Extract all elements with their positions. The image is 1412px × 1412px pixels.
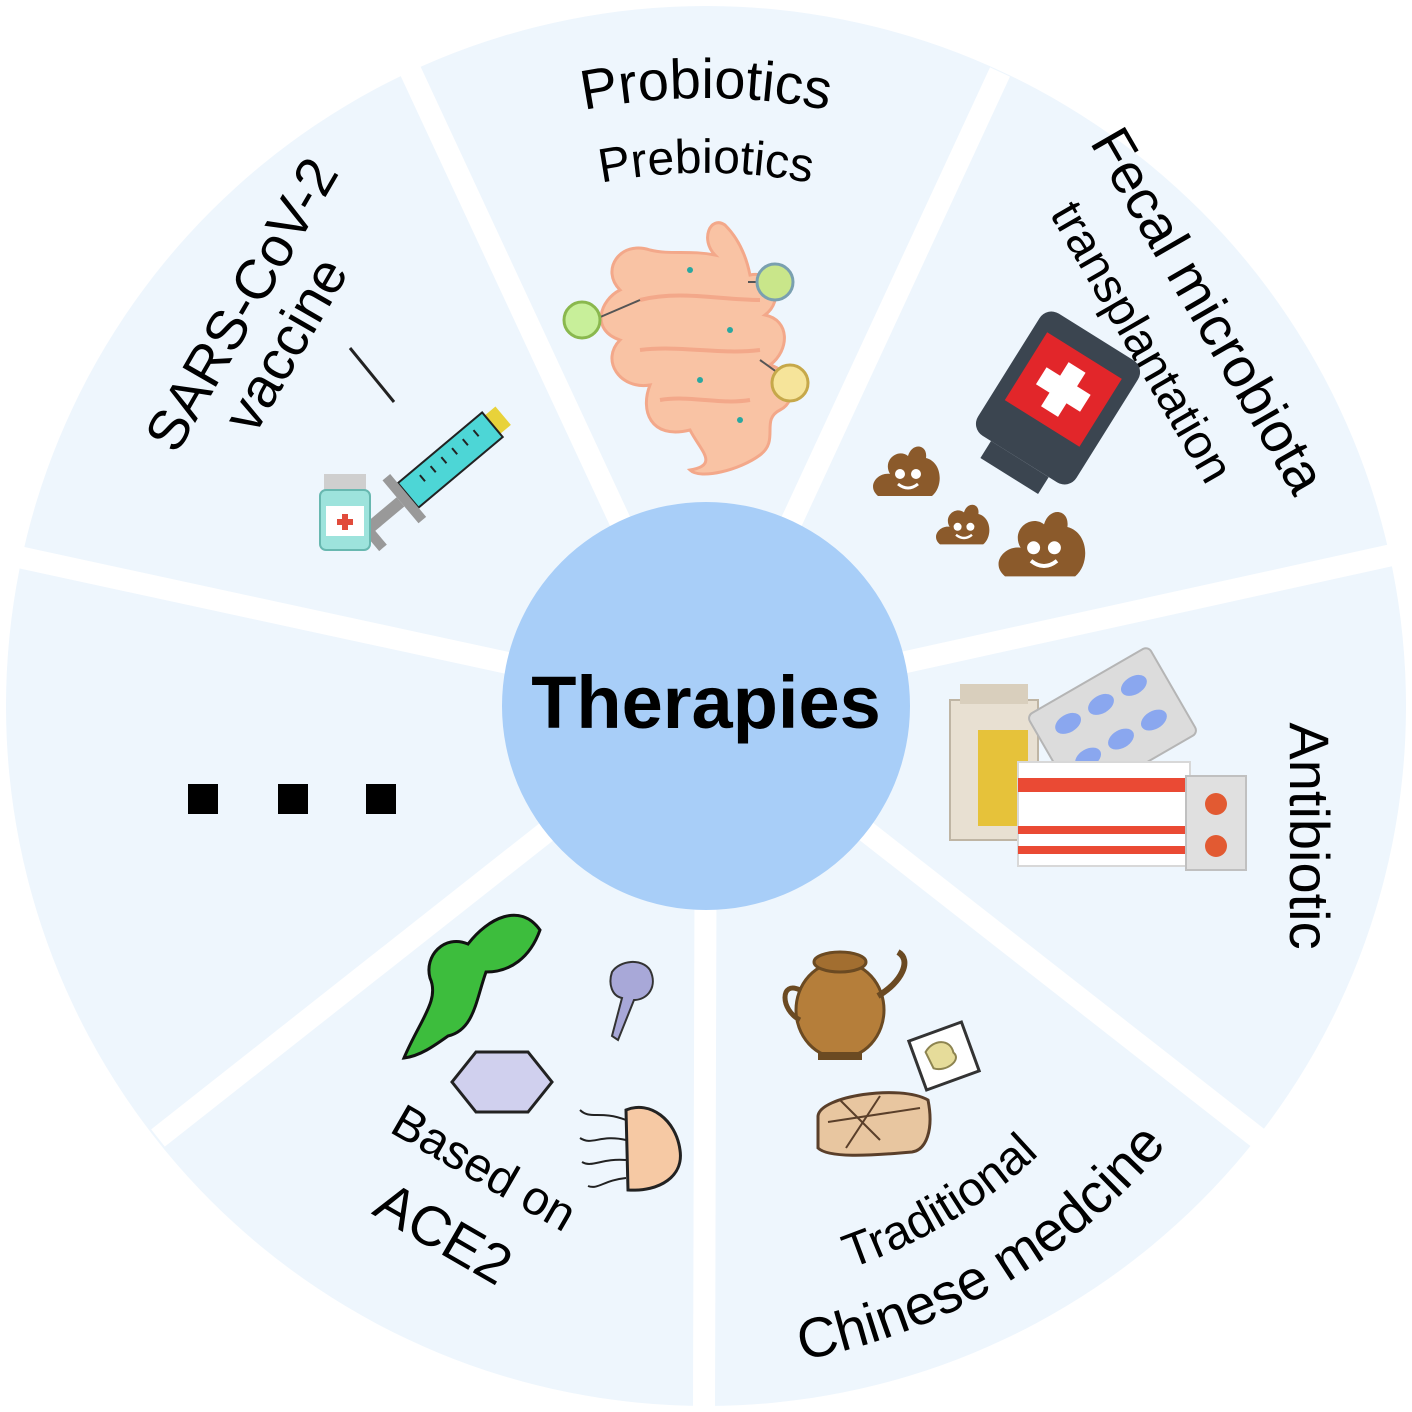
fungus-icon (609, 961, 654, 1042)
pill-icon (949, 647, 1247, 871)
ellipsis-icon (188, 784, 396, 814)
teapot-icon (782, 949, 908, 1060)
wrapped-herb-icon (816, 1091, 932, 1157)
segment-probiotics: Probiotics Prebiotics (562, 47, 837, 476)
center-label: Therapies (531, 661, 881, 744)
stool-icon (873, 311, 1141, 577)
segment-dividers (11, 65, 1395, 1409)
seaweed-icon (401, 913, 542, 1060)
jellyfish-icon (579, 1105, 682, 1192)
intestine-icon (562, 221, 810, 476)
segment-more (188, 784, 396, 814)
probiotics-label: Probiotics (575, 47, 837, 122)
antibiotic-label: Antibiotic (1278, 722, 1341, 949)
center-circle (502, 502, 910, 910)
herb-packet-icon (906, 1020, 982, 1092)
hexagon-icon (450, 1050, 554, 1114)
segment-antibiotic: Antibiotic (949, 647, 1341, 950)
prebiotics-label: Prebiotics (594, 131, 818, 194)
vial-icon (319, 474, 371, 551)
